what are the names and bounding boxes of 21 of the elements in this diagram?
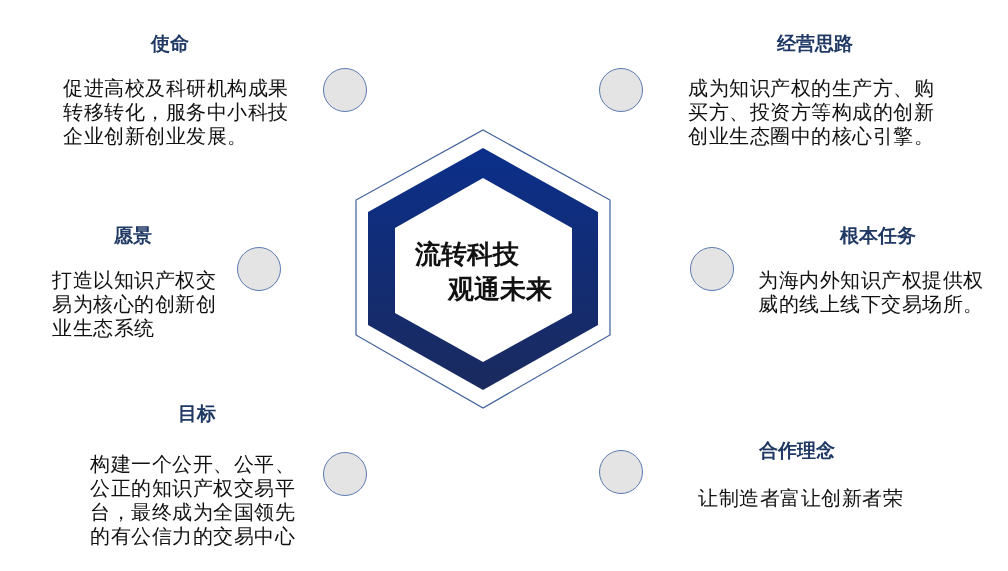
section-text: 促进高校及科研机构成果转移转化，服务中小科技企业创新创业发展。 [63, 77, 290, 149]
section-heading: 使命 [151, 31, 189, 56]
section-heading: 经营思路 [777, 31, 853, 56]
section-text: 为海内外知识产权提供权威的线上线下交易场所。 [758, 269, 985, 317]
section-heading: 合作理念 [759, 438, 835, 463]
section-text: 让制造者富让创新者荣 [698, 487, 904, 511]
section-text: 成为知识产权的生产方、购买方、投资方等构成的创新创业生态圈中的核心引擎。 [688, 77, 935, 149]
section-heading: 愿景 [114, 223, 152, 248]
circle-marker [323, 452, 367, 496]
circle-marker [237, 247, 281, 291]
section-heading: 目标 [178, 401, 216, 426]
slogan-text: 流转科技 [415, 238, 519, 271]
section-heading: 根本任务 [840, 223, 916, 248]
circle-marker [323, 68, 367, 112]
section-text: 构建一个公开、公平、公正的知识产权交易平台，最终成为全国领先的有公信力的交易中心 [90, 453, 296, 549]
circle-marker [690, 247, 734, 291]
circle-marker [599, 450, 643, 494]
slogan-text: 观通未来 [448, 273, 552, 306]
hexagon-frame [355, 129, 611, 409]
section-text: 打造以知识产权交易为核心的创新创业生态系统 [52, 269, 217, 341]
circle-marker [599, 68, 643, 112]
